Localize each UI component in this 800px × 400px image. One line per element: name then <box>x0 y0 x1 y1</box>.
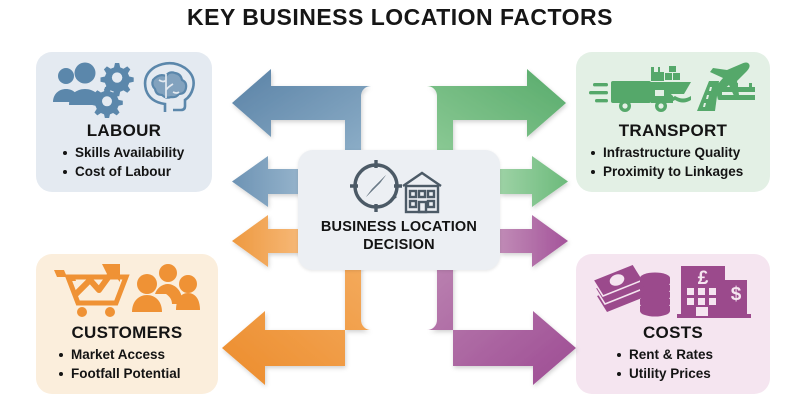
factor-title-customers: CUSTOMERS <box>71 323 183 342</box>
factor-title-labour: LABOUR <box>86 121 162 140</box>
labour-icon-group <box>36 58 212 120</box>
factor-title-costs: COSTS <box>642 323 704 342</box>
factor-card-labour[interactable]: LABOUR Skills Availability Cost of Labou… <box>36 52 212 192</box>
center-node-label: BUSINESS LOCATION DECISION <box>321 218 477 254</box>
bullet-item: Market Access <box>58 346 181 365</box>
center-label-line1: BUSINESS LOCATION <box>320 219 478 235</box>
costs-icon-group: £ $ <box>576 260 770 322</box>
airplane-icon <box>708 62 750 100</box>
bullet-item: Skills Availability <box>62 144 184 163</box>
transport-icon-group <box>576 58 770 120</box>
factor-bullets-customers: Market Access Footfall Potential <box>36 346 181 383</box>
people-group-icon <box>132 264 200 312</box>
head-brain-icon <box>143 61 195 112</box>
pound-symbol: £ <box>698 268 709 289</box>
bullet-item: Footfall Potential <box>58 365 181 384</box>
arrow-center-to-transport-elbow <box>427 69 566 158</box>
bullet-item: Cost of Labour <box>62 163 184 182</box>
arrow-center-to-labour-straight <box>232 156 300 207</box>
factor-title-transport: TRANSPORT <box>618 121 728 140</box>
arrow-center-to-transport-straight <box>500 156 568 207</box>
coins-stack-icon <box>640 272 670 317</box>
factor-card-customers[interactable]: CUSTOMERS Market Access Footfall Potenti… <box>36 254 218 394</box>
arrow-center-to-costs-elbow <box>427 262 576 385</box>
dollar-symbol: $ <box>731 284 742 305</box>
building-icon <box>402 171 442 214</box>
page-title: KEY BUSINESS LOCATION FACTORS <box>187 4 613 30</box>
bullet-item: Proximity to Linkages <box>590 163 743 182</box>
banknotes-icon <box>593 263 647 312</box>
factor-bullets-costs: Rent & Rates Utility Prices <box>576 346 713 383</box>
arrow-center-to-customers-elbow <box>222 262 371 385</box>
truck-ship-plane-road-icon <box>589 62 755 112</box>
shopping-cart-growth-icon <box>54 264 130 317</box>
arrow-center-to-labour-elbow <box>232 69 371 158</box>
center-node[interactable]: BUSINESS LOCATION DECISION <box>298 150 500 270</box>
arrow-center-to-costs-straight <box>500 215 568 267</box>
factor-bullets-labour: Skills Availability Cost of Labour <box>36 144 184 181</box>
center-label-line2: DECISION <box>363 237 435 254</box>
factor-card-costs[interactable]: £ $ COSTS Rent & Rates Utility Prices <box>576 254 770 394</box>
factor-card-transport[interactable]: TRANSPORT Infrastructure Quality Proximi… <box>576 52 770 192</box>
cart-growth-people-icon <box>54 264 200 317</box>
money-building-icon: £ $ <box>593 263 751 318</box>
delivery-truck-icon <box>589 81 673 112</box>
office-building-icon: £ $ <box>677 266 751 318</box>
gear-icon <box>91 87 123 118</box>
compass-icon <box>350 160 402 212</box>
bullet-item: Utility Prices <box>616 365 713 384</box>
bullet-item: Infrastructure Quality <box>590 144 743 163</box>
compass-building-icon <box>350 160 442 214</box>
factor-bullets-transport: Infrastructure Quality Proximity to Link… <box>576 144 743 181</box>
road-icon <box>697 81 755 111</box>
arrow-center-to-customers-straight <box>232 215 300 267</box>
people-gear-brain-icon <box>53 61 195 118</box>
customers-icon-group <box>36 260 218 322</box>
bullet-item: Rent & Rates <box>616 346 713 365</box>
